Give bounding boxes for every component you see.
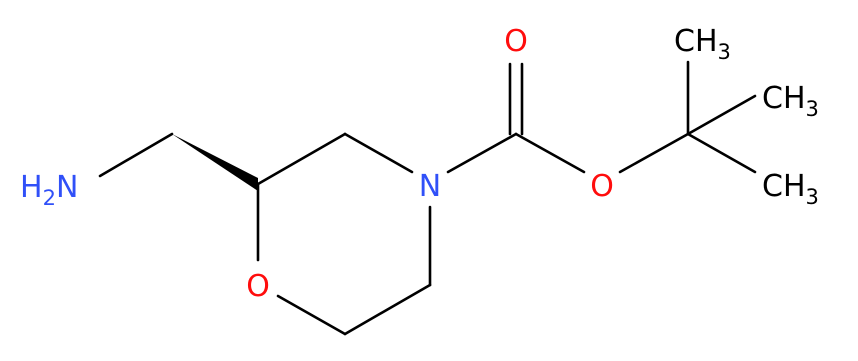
bond-n4-carbonyl — [446, 132, 518, 174]
methyl-middle-label: CH3 — [762, 81, 819, 121]
ester-oxygen-label: O — [590, 169, 614, 204]
bond-ester-o-tbutyl — [618, 132, 690, 174]
amine-h: H — [20, 170, 43, 205]
bond-c5-c6 — [343, 283, 432, 336]
bonds — [98, 60, 757, 336]
ring-nitrogen-label: N — [419, 169, 441, 204]
bond-carbonyl-ester-o — [514, 132, 586, 174]
bond-amine-ch2 — [98, 132, 174, 178]
amine-h-subscript: 2 — [43, 186, 56, 210]
bond-c3-n4 — [343, 132, 414, 174]
wedge-bond-stereocenter — [172, 134, 258, 191]
carbonyl-oxygen-label: O — [504, 24, 528, 59]
bond-tbutyl-methyl-bottom — [686, 132, 757, 174]
amine-label: H2N — [20, 170, 78, 210]
bond-c6-o1 — [276, 294, 347, 336]
bond-tbutyl-methyl-middle — [686, 94, 757, 136]
bond-c2-c3 — [256, 132, 347, 186]
ring-oxygen-label: O — [246, 269, 270, 304]
methyl-bottom-label: CH3 — [762, 169, 819, 209]
atom-labels: H2N N O O O CH3 CH3 CH3 — [20, 24, 819, 304]
methyl-top-label: CH3 — [674, 24, 731, 64]
amine-n: N — [56, 170, 78, 205]
